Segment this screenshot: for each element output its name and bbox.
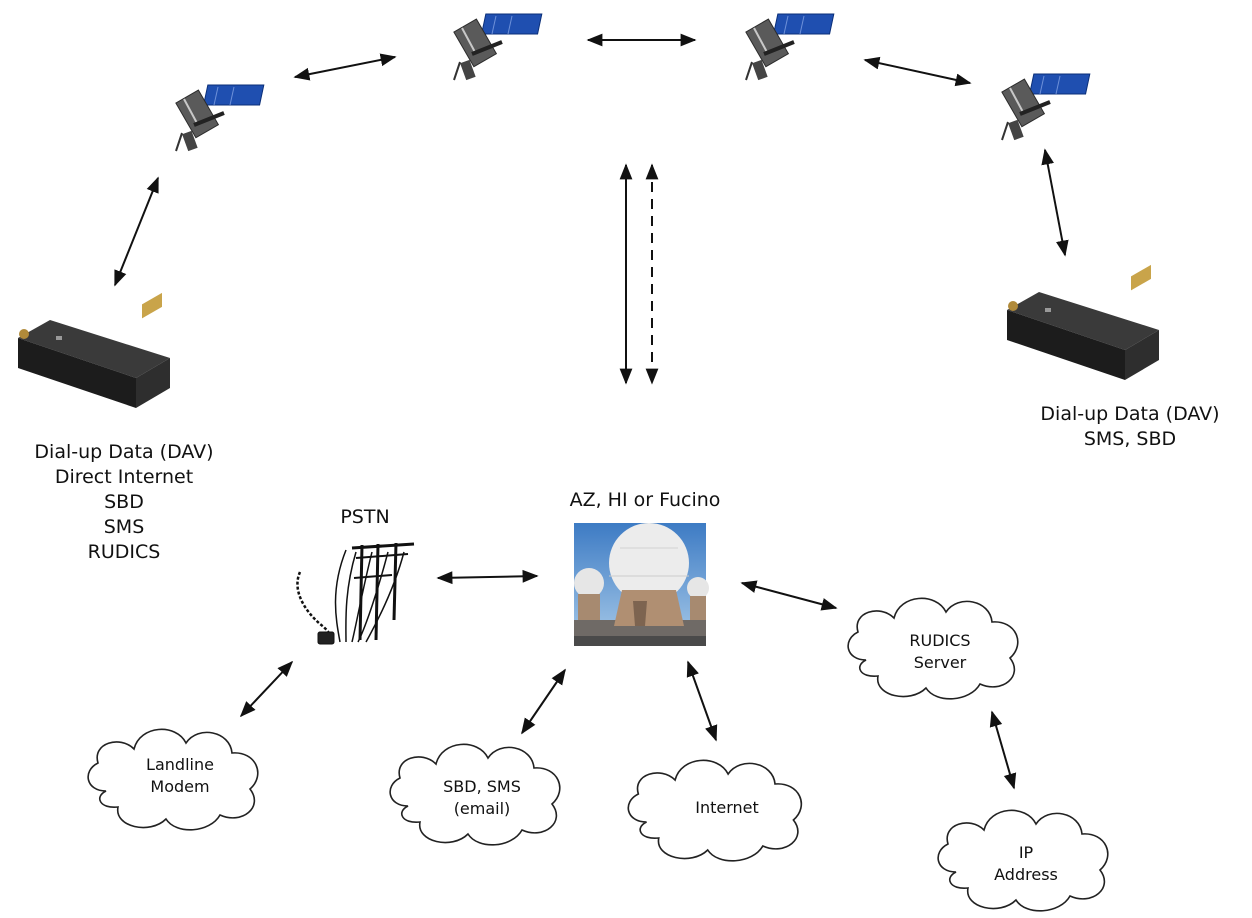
landline-modem-label: Landline Modem bbox=[120, 754, 240, 798]
gateway-sbd-arrow bbox=[521, 668, 566, 735]
pstn-landline-arrow bbox=[239, 660, 294, 718]
uplink-arrow bbox=[1041, 148, 1069, 257]
label-line: RUDICS bbox=[909, 631, 971, 650]
rudics-server-label: RUDICS Server bbox=[880, 630, 1000, 674]
label-line: Internet bbox=[695, 798, 759, 817]
modem-icon bbox=[18, 292, 170, 408]
crosslink-arrow bbox=[293, 53, 397, 81]
right-device-label: Dial-up Data (DAV) SMS, SBD bbox=[1010, 402, 1250, 452]
label-line: IP bbox=[1018, 843, 1034, 862]
label-line: Address bbox=[994, 865, 1058, 884]
internet-label: Internet bbox=[667, 797, 787, 819]
label-line: RUDICS bbox=[87, 541, 161, 563]
label-line: (email) bbox=[453, 799, 511, 818]
pstn-label: PSTN bbox=[340, 506, 390, 528]
uplink-arrow bbox=[114, 176, 159, 287]
label-line: Landline bbox=[146, 755, 214, 774]
label-line: SMS bbox=[103, 516, 145, 538]
crosslink-arrow bbox=[863, 56, 972, 87]
ground-station-photo bbox=[574, 523, 709, 646]
gateway-internet-arrow bbox=[686, 660, 718, 742]
telephone-pole-icon bbox=[296, 542, 415, 645]
rudics-ip-arrow bbox=[989, 710, 1017, 790]
label-line: SMS, SBD bbox=[1083, 428, 1177, 450]
modem-icon bbox=[1007, 264, 1159, 380]
label-line: Direct Internet bbox=[54, 466, 194, 488]
satellite-icon bbox=[451, 12, 544, 83]
label-line: Dial-up Data (DAV) bbox=[34, 441, 214, 463]
pstn-gateway-arrow bbox=[436, 569, 539, 585]
left-device-label: Dial-up Data (DAV) Direct Internet SBD S… bbox=[0, 440, 248, 565]
label-line: Modem bbox=[150, 777, 210, 796]
gateway-rudics-arrow bbox=[740, 580, 838, 611]
satellite-icon bbox=[173, 83, 266, 154]
ip-address-label: IP Address bbox=[966, 842, 1086, 886]
gateway-label: AZ, HI or Fucino bbox=[569, 489, 721, 511]
satellite-icon bbox=[999, 72, 1092, 143]
label-line: SBD bbox=[104, 491, 144, 513]
label-line: SBD, SMS bbox=[443, 777, 521, 796]
satellite-icon bbox=[743, 12, 836, 83]
label-line: Server bbox=[913, 653, 967, 672]
label-line: Dial-up Data (DAV) bbox=[1040, 403, 1220, 425]
sbd-sms-label: SBD, SMS (email) bbox=[422, 776, 542, 820]
